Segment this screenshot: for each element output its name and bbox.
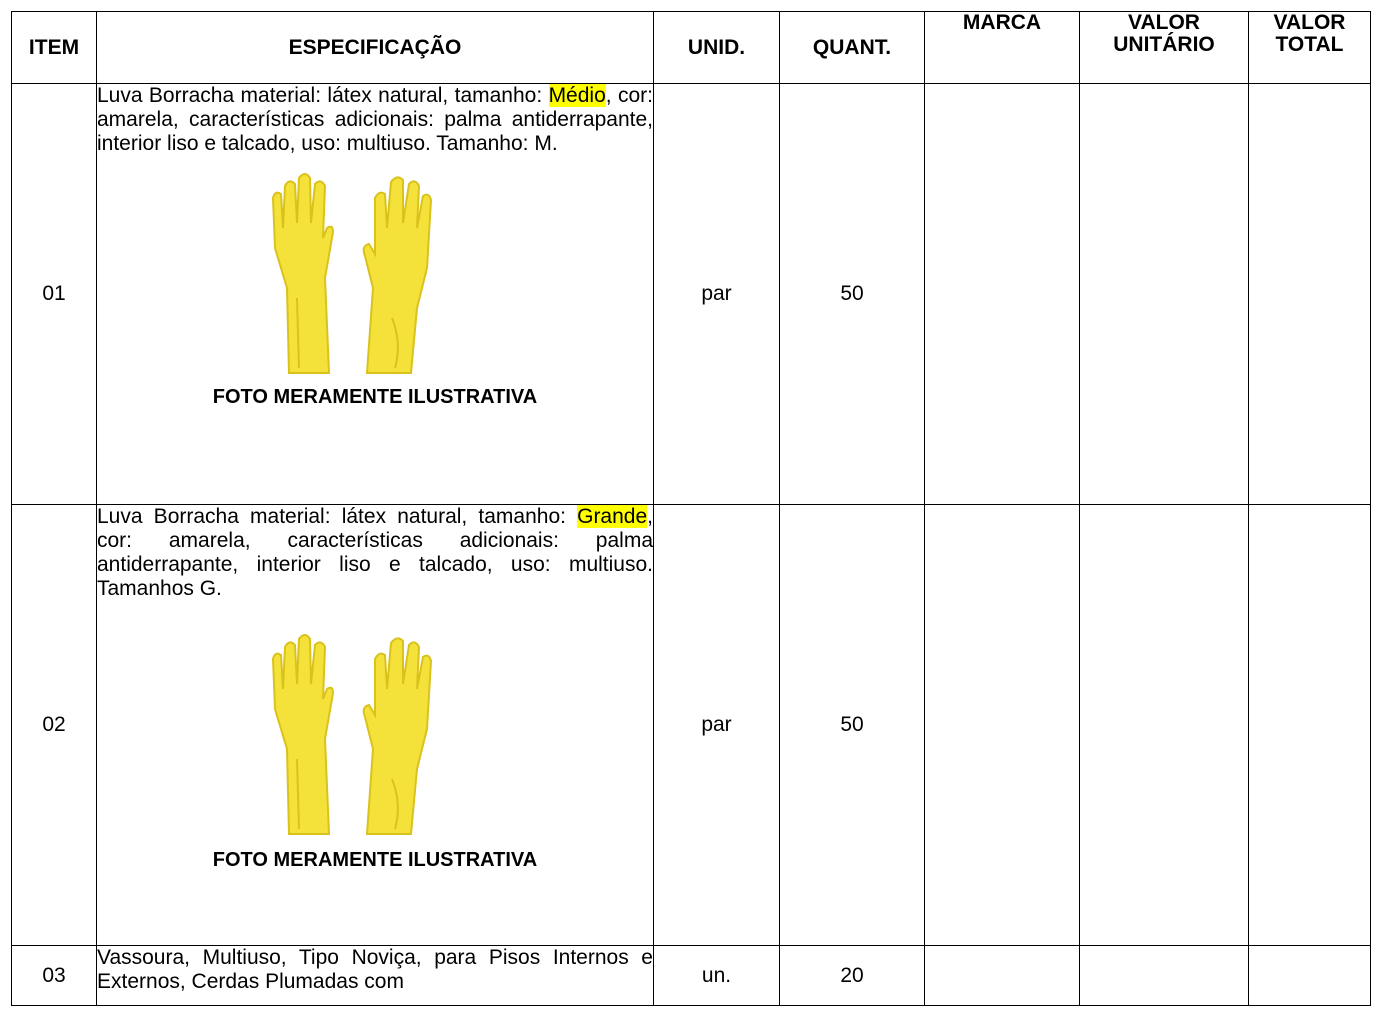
header-unit-value: VALOR UNITÁRIO <box>1079 11 1249 84</box>
table-row: 03 Vassoura, Multiuso, Tipo Noviça, para… <box>11 945 1371 1006</box>
item-number: 01 <box>11 83 97 505</box>
gloves-image <box>271 173 433 374</box>
header-brand: MARCA <box>924 11 1080 84</box>
header-item: ITEM <box>11 11 97 84</box>
specification-table: ITEM ESPECIFICAÇÃO UNID. QUANT. MARCA VA… <box>11 11 1371 1006</box>
brand-cell[interactable] <box>924 945 1080 1006</box>
header-unit: UNID. <box>653 11 780 84</box>
specification-cell: Vassoura, Multiuso, Tipo Noviça, para Pi… <box>96 945 654 1006</box>
photo-caption: FOTO MERAMENTE ILUSTRATIVA <box>212 386 538 408</box>
specification-cell: Luva Borracha material: látex natural, t… <box>96 504 654 946</box>
table-row: 02 Luva Borracha material: látex natural… <box>11 504 1371 946</box>
header-unit-value-line2: UNITÁRIO <box>1113 33 1215 56</box>
item-number: 03 <box>11 945 97 1006</box>
header-row: ITEM ESPECIFICAÇÃO UNID. QUANT. MARCA VA… <box>11 11 1371 84</box>
quantity-cell: 50 <box>779 504 925 946</box>
specification-cell: Luva Borracha material: látex natural, t… <box>96 83 654 505</box>
unit-value-cell[interactable] <box>1079 83 1249 505</box>
yellow-rubber-gloves-image <box>97 156 653 386</box>
size-highlight: Grande <box>577 505 648 528</box>
total-value-cell[interactable] <box>1248 504 1371 946</box>
unit-cell: par <box>653 83 780 505</box>
quantity-cell: 50 <box>779 83 925 505</box>
item-number: 02 <box>11 504 97 946</box>
item-description: Vassoura, Multiuso, Tipo Noviça, para Pi… <box>97 946 653 993</box>
unit-cell: par <box>653 504 780 946</box>
yellow-rubber-gloves-image <box>97 601 653 849</box>
brand-cell[interactable] <box>924 504 1080 946</box>
brand-cell[interactable] <box>924 83 1080 505</box>
gloves-image <box>271 634 433 835</box>
header-total-value: VALOR TOTAL <box>1248 11 1371 84</box>
unit-cell: un. <box>653 945 780 1006</box>
item-description: Luva Borracha material: látex natural, t… <box>97 505 653 600</box>
item-description: Luva Borracha material: látex natural, t… <box>97 84 653 155</box>
total-value-cell[interactable] <box>1248 83 1371 505</box>
unit-value-cell[interactable] <box>1079 945 1249 1006</box>
header-quantity: QUANT. <box>779 11 925 84</box>
unit-value-cell[interactable] <box>1079 504 1249 946</box>
table-row: 01 Luva Borracha material: látex natural… <box>11 83 1371 505</box>
photo-caption: FOTO MERAMENTE ILUSTRATIVA <box>212 849 538 871</box>
header-specification: ESPECIFICAÇÃO <box>96 11 654 84</box>
header-total-value-line2: TOTAL <box>1275 33 1344 56</box>
header-unit-value-line1: VALOR <box>1128 11 1200 34</box>
quantity-cell: 20 <box>779 945 925 1006</box>
total-value-cell[interactable] <box>1248 945 1371 1006</box>
size-highlight: Médio <box>548 84 606 107</box>
header-total-value-line1: VALOR <box>1273 11 1346 34</box>
